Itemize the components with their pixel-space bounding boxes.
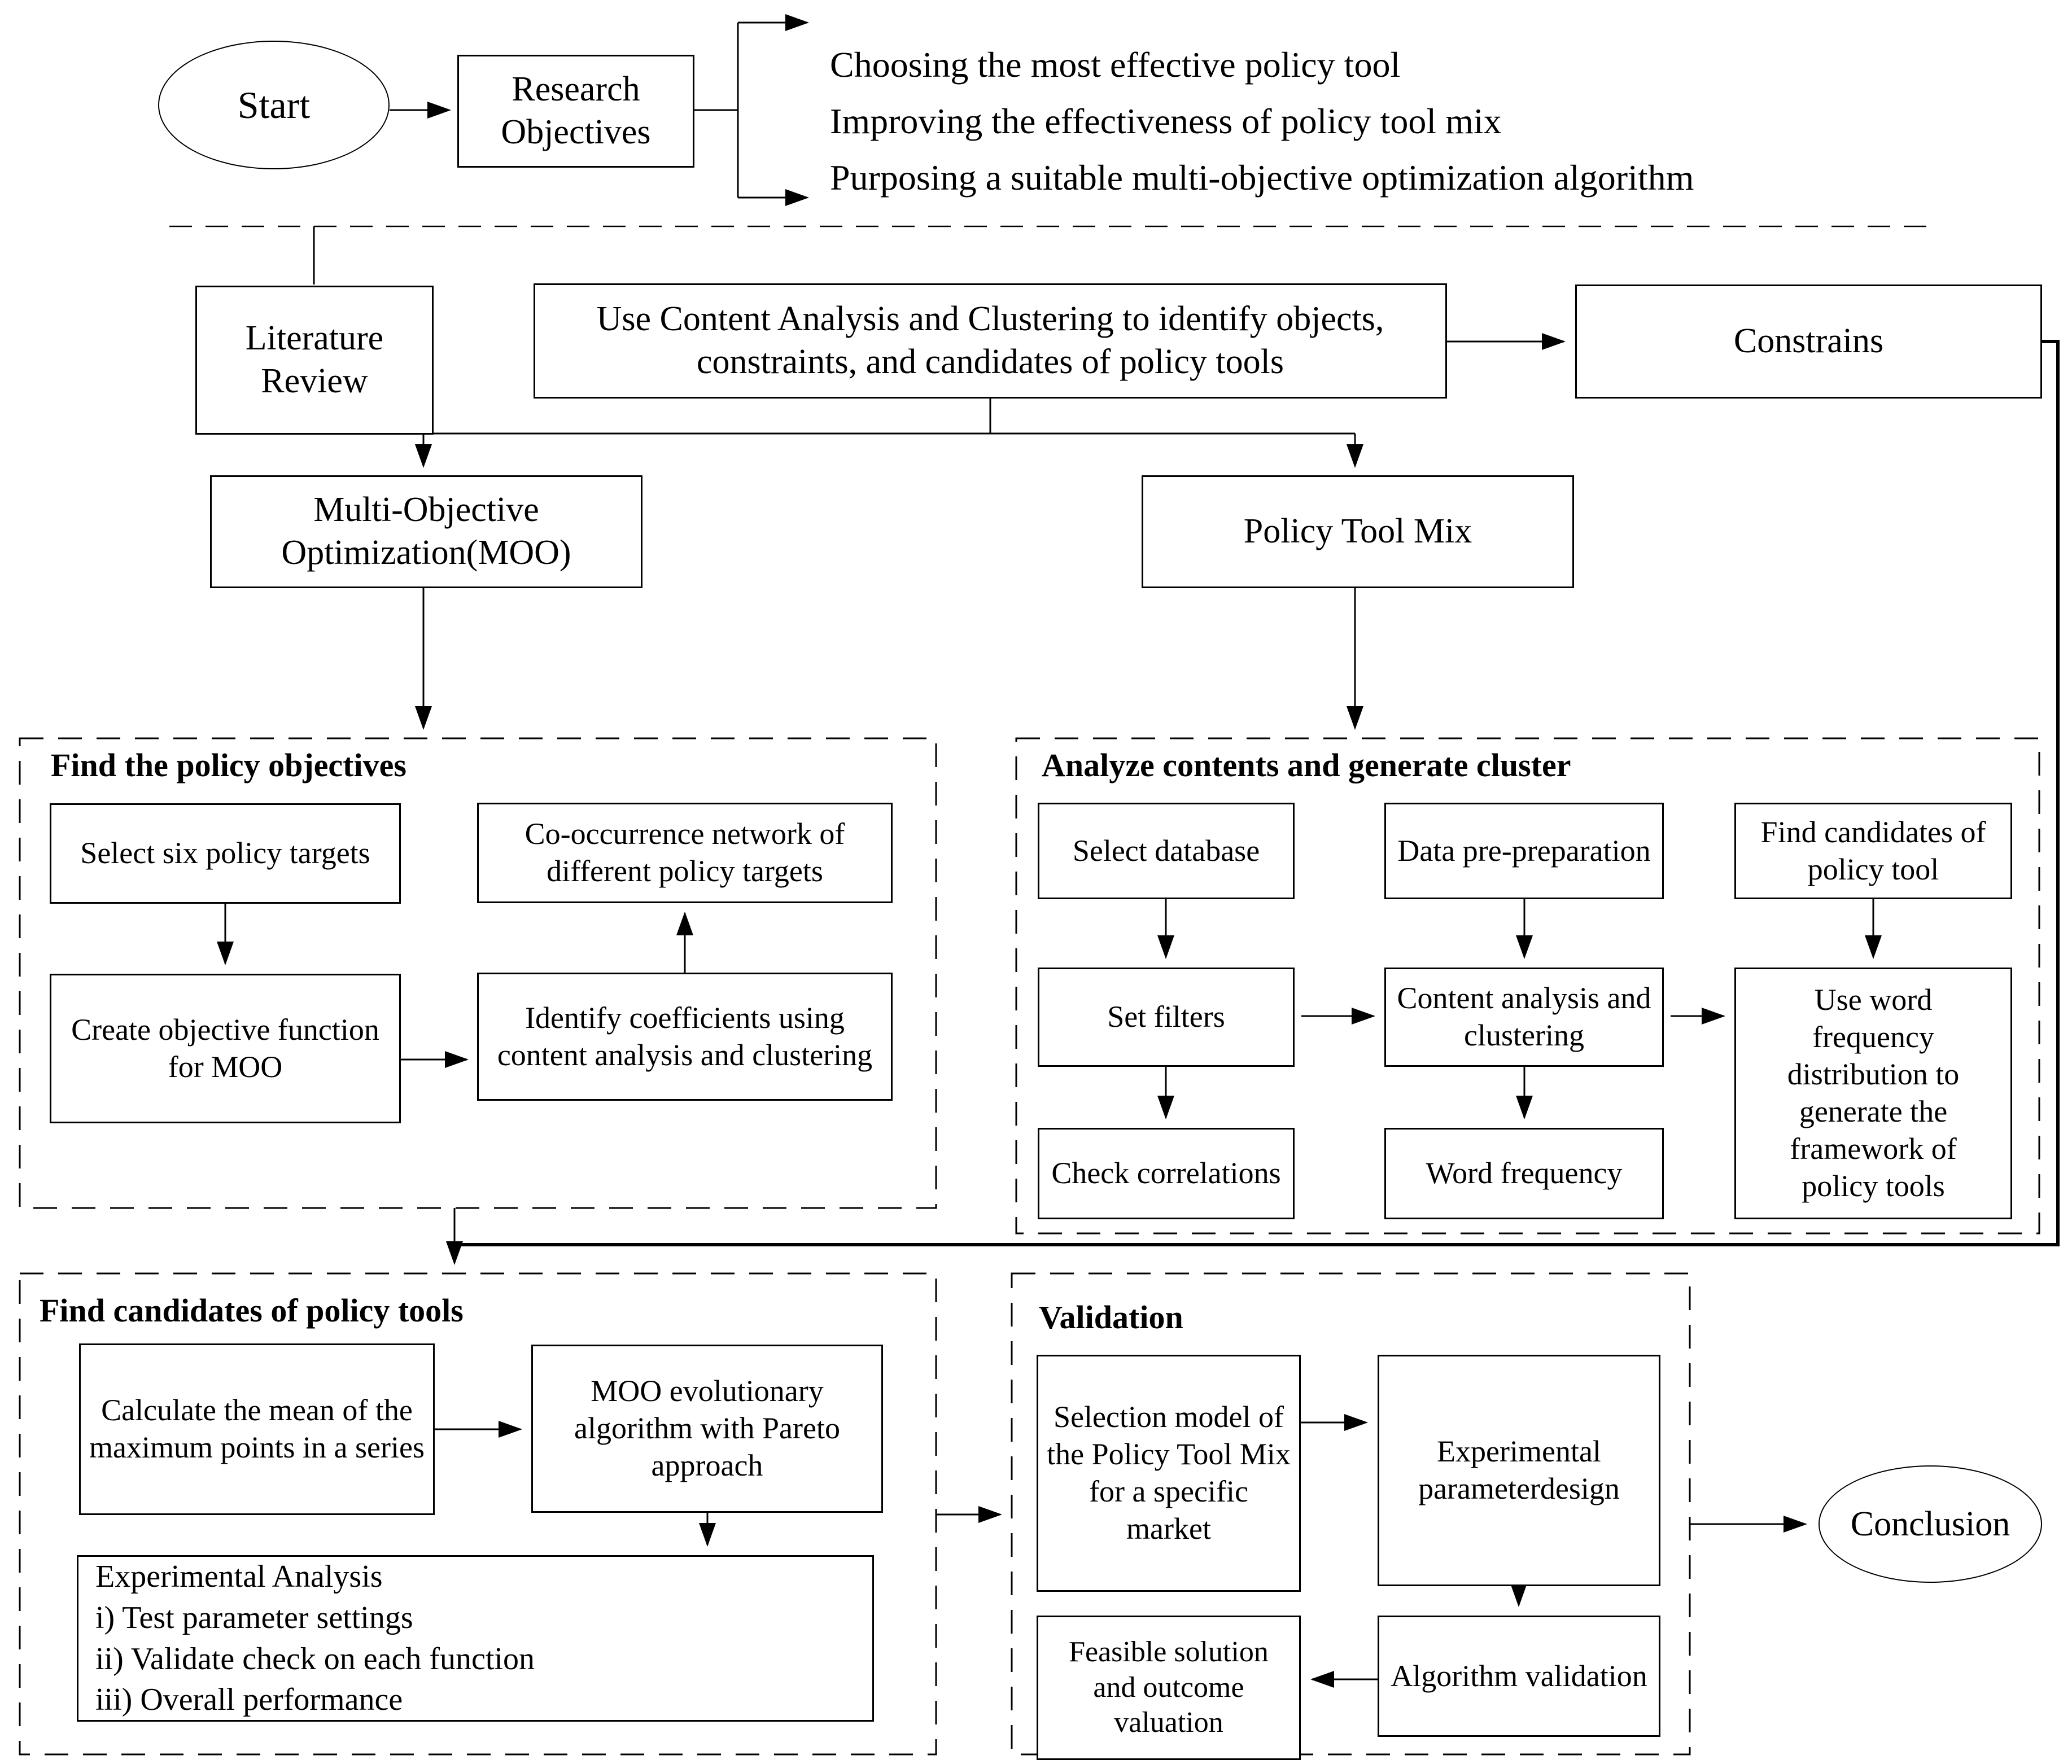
feasible-solution-box: Feasible solution and outcome valuation [1037, 1616, 1301, 1760]
moo-box: Multi-Objective Optimization(MOO) [210, 475, 642, 588]
start-node: Start [158, 41, 390, 169]
objective-line-1: Choosing the most effective policy tool [830, 45, 1401, 85]
check-correlations-box: Check correlations [1038, 1128, 1295, 1219]
experimental-analysis-line-1: Experimental Analysis [95, 1559, 383, 1594]
literature-review-box: Literature Review [195, 286, 434, 435]
experimental-analysis-box: Experimental Analysis i) Test parameter … [77, 1555, 874, 1722]
section-analyze-contents-border [1015, 737, 2040, 1235]
word-frequency-box: Word frequency [1384, 1128, 1664, 1219]
use-word-frequency-box: Use word frequency distribution to gener… [1734, 968, 2012, 1219]
find-candidates-policy-tool-box: Find candidates of policy tool [1734, 803, 2012, 899]
data-pre-preparation-box: Data pre-preparation [1384, 803, 1664, 899]
create-objective-function-box: Create objective function for MOO [50, 974, 401, 1123]
objective-line-2: Improving the effectiveness of policy to… [830, 101, 1502, 141]
section-title-find-candidates: Find candidates of policy tools [40, 1292, 464, 1329]
experimental-analysis-line-2: i) Test parameter settings [95, 1600, 413, 1635]
section-find-policy-objectives-border [19, 737, 937, 1209]
select-database-box: Select database [1038, 803, 1295, 899]
conclusion-node: Conclusion [1819, 1465, 2042, 1583]
section-title-find-policy-objectives: Find the policy objectives [51, 747, 406, 783]
policy-tool-mix-box: Policy Tool Mix [1142, 475, 1574, 588]
co-occurrence-network-box: Co-occurrence network of different polic… [477, 803, 893, 903]
section-title-validation: Validation [1039, 1299, 1183, 1336]
set-filters-box: Set filters [1038, 968, 1295, 1067]
objectives-list: Choosing the most effective policy tool … [830, 37, 1694, 206]
moo-evolutionary-algorithm-box: MOO evolutionary algorithm with Pareto a… [531, 1345, 883, 1513]
research-objectives-box: Research Objectives [457, 55, 694, 168]
experimental-analysis-line-3: ii) Validate check on each function [95, 1641, 535, 1677]
algorithm-validation-box: Algorithm validation [1378, 1616, 1660, 1737]
experimental-parameter-design-box: Experimental parameterdesign [1378, 1355, 1660, 1586]
constrains-box: Constrains [1575, 284, 2042, 399]
selection-model-box: Selection model of the Policy Tool Mix f… [1037, 1355, 1301, 1592]
calculate-mean-box: Calculate the mean of the maximum points… [79, 1343, 435, 1515]
section-validation-border [1011, 1272, 1691, 1756]
content-analysis-clustering-box: Use Content Analysis and Clustering to i… [534, 283, 1447, 399]
loop-constrains-to-section3 [454, 340, 2060, 1246]
select-six-policy-targets-box: Select six policy targets [50, 803, 401, 904]
identify-coefficients-box: Identify coefficients using content anal… [477, 973, 893, 1101]
content-analysis-and-clustering-box: Content analysis and clustering [1384, 968, 1664, 1067]
section-find-candidates-border [19, 1272, 937, 1756]
experimental-analysis-line-4: iii) Overall performance [95, 1682, 403, 1718]
objective-line-3: Purposing a suitable multi-objective opt… [830, 157, 1694, 198]
section-title-analyze-contents: Analyze contents and generate cluster [1042, 747, 1571, 783]
